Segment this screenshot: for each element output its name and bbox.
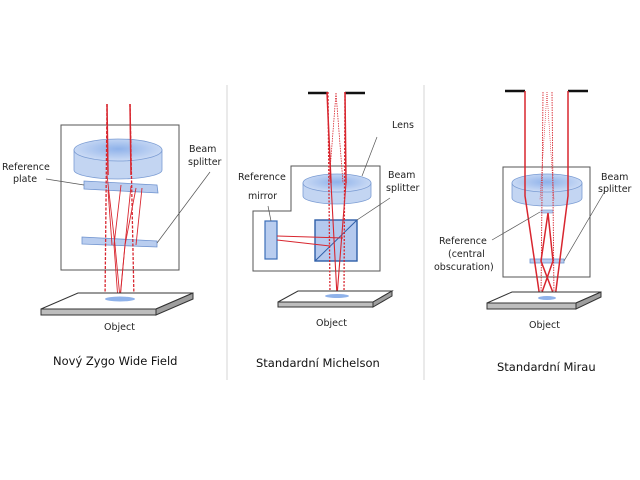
beamsplitter-label: Beam: [388, 170, 415, 181]
object-stage: [486, 291, 602, 310]
objective-lens: [511, 173, 583, 207]
object-label: Object: [316, 318, 347, 329]
beamsplitter-leader: [156, 171, 211, 244]
reference-label: Reference: [439, 236, 487, 247]
object-stage: [277, 290, 394, 308]
panel-mirau: Reference (central obscuration) Beam spl…: [434, 89, 632, 374]
reference-label-2: mirror: [248, 191, 277, 202]
beamsplitter-label-2: splitter: [386, 183, 420, 194]
reference-leader: [45, 178, 85, 186]
reference-label-2: (central: [448, 249, 485, 260]
reference-label-3: obscuration): [434, 262, 494, 273]
object-label: Object: [104, 322, 135, 333]
object-label: Object: [529, 320, 560, 331]
beamsplitter-label-2: splitter: [188, 157, 222, 168]
reference-label: Reference: [238, 172, 286, 183]
objective-lens: [73, 138, 163, 180]
focus-spot: [105, 296, 135, 302]
reference-label: Reference: [2, 162, 50, 173]
panel-title: Nový Zygo Wide Field: [53, 354, 177, 368]
objective-lens: [302, 173, 372, 205]
panel-zygo-wide-field: Reference plate Beam splitter Object Nov…: [2, 103, 222, 368]
panel-title: Standardní Mirau: [497, 360, 596, 374]
object-stage: [40, 292, 194, 316]
focus-spot: [325, 294, 349, 298]
beamsplitter-label: Beam: [189, 144, 216, 155]
mirror-leader: [267, 205, 272, 222]
light-beams: [524, 91, 569, 299]
focus-spot: [538, 296, 556, 300]
reference-leader: [491, 211, 541, 241]
lens-label: Lens: [392, 120, 414, 131]
beamsplitter-label-2: splitter: [598, 184, 632, 195]
beamsplitter-leader: [356, 197, 391, 221]
panel-michelson: Lens Reference mirror Beam splitter Obje…: [238, 91, 420, 370]
reference-label-2: plate: [13, 174, 37, 185]
beam-splitter: [81, 236, 158, 248]
reference-mirror: [264, 220, 278, 260]
beamsplitter-label: Beam: [601, 172, 628, 183]
light-beams: [104, 103, 143, 301]
lens-leader: [361, 136, 378, 177]
panel-title: Standardní Michelson: [256, 356, 380, 370]
beamsplitter-leader: [563, 190, 606, 262]
beam-splitter-diagonal: [314, 219, 358, 262]
reference-central-obscuration: [540, 209, 554, 214]
